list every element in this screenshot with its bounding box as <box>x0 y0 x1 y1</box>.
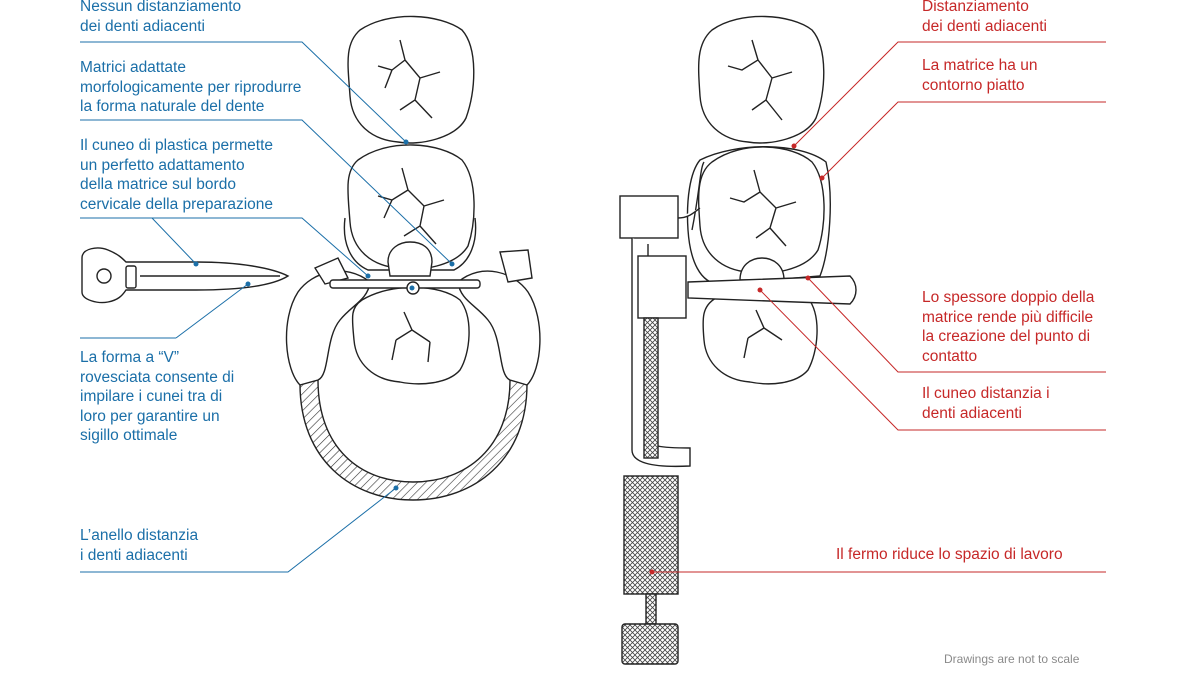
label-v-shape: La forma a “V” rovesciata consente di im… <box>80 349 235 444</box>
separator-ring <box>299 379 528 501</box>
ring-hook-right <box>499 249 533 283</box>
ring-hook-left <box>313 257 350 285</box>
label-wedge-separates: Il cuneo distanzia i denti adiacenti <box>922 385 1050 422</box>
label-ring-separation: L’anello distanzia i denti adiacenti <box>80 527 199 564</box>
label-double-thickness: Lo spessore doppio della matrice rende p… <box>922 289 1095 365</box>
footnote-scale: Drawings are not to scale <box>944 652 1080 666</box>
right-leaders <box>652 41 1106 573</box>
left-ring-system <box>285 249 541 501</box>
tooth-middle-r <box>697 146 825 274</box>
sectional-matrix <box>343 217 477 271</box>
wedge-detail <box>81 247 290 304</box>
label-anatomical-matrices: Matrici adattate morfologicamente per ri… <box>80 59 302 115</box>
label-plastic-wedge: Il cuneo di plastica permette un perfett… <box>80 137 274 213</box>
tooth-bottom <box>351 286 470 385</box>
tooth-top <box>347 15 475 144</box>
label-separation: Distanziamento dei denti adiacenti <box>922 0 1047 35</box>
right-teeth <box>686 15 857 385</box>
label-flat-contour: La matrice ha un contorno piatto <box>922 57 1038 94</box>
left-leaders <box>80 41 453 573</box>
tooth-top-r <box>697 15 825 144</box>
label-retainer-space: Il fermo riduce lo spazio di lavoro <box>836 546 1063 563</box>
label-no-separation: Nessun distanziamento dei denti adiacent… <box>80 0 242 35</box>
tooth-middle <box>347 144 475 270</box>
tofflemire-retainer <box>619 195 701 665</box>
left-teeth <box>329 15 481 385</box>
plastic-wedge <box>387 241 433 277</box>
